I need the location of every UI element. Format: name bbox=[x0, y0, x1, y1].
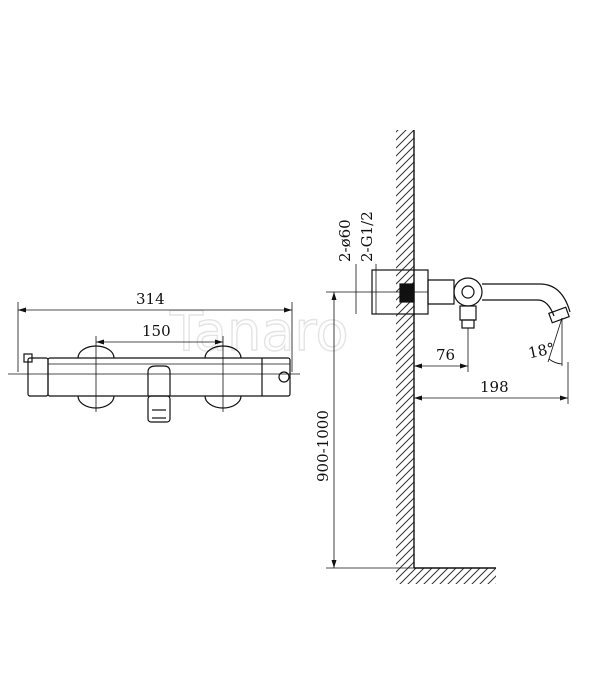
mounting-height-label: 900-1000 bbox=[314, 410, 332, 482]
inlet-spacing-dimension bbox=[96, 339, 223, 345]
front-spout bbox=[147, 365, 171, 396]
side-spout bbox=[482, 283, 571, 317]
mounting-height-dimension bbox=[326, 291, 414, 569]
overall-width-dimension bbox=[17, 302, 293, 372]
spout-angle-label: 18° bbox=[527, 339, 557, 362]
inlet-diameter-label: 2-ø60 bbox=[336, 219, 354, 262]
front-spout-outlet bbox=[147, 395, 171, 423]
inlet-labels-leaders bbox=[355, 264, 377, 314]
left-cap-knob bbox=[23, 353, 33, 363]
inlet-thread-label: 2-G1/2 bbox=[358, 211, 376, 262]
outlet-offset-label: 76 bbox=[436, 346, 455, 364]
inlet-spacing-label: 150 bbox=[142, 322, 171, 340]
spout-tip bbox=[548, 306, 570, 324]
side-body bbox=[427, 279, 455, 305]
wall-hatch bbox=[396, 130, 414, 568]
front-view bbox=[8, 336, 300, 423]
spout-projection-dimension bbox=[414, 362, 569, 404]
spout-angle-indicator bbox=[547, 317, 563, 366]
outlet-offset-dimension bbox=[414, 328, 469, 372]
floor-hatch bbox=[396, 568, 496, 584]
left-end-cap bbox=[27, 357, 49, 397]
side-body-collar bbox=[453, 277, 483, 307]
watermark-logo: Tanaro bbox=[169, 300, 349, 363]
inlet-thread-block bbox=[399, 283, 415, 303]
overall-width-label: 314 bbox=[136, 290, 165, 308]
spout-projection-label: 198 bbox=[480, 378, 509, 396]
side-outlet bbox=[459, 305, 477, 321]
right-control-knob bbox=[278, 371, 290, 383]
